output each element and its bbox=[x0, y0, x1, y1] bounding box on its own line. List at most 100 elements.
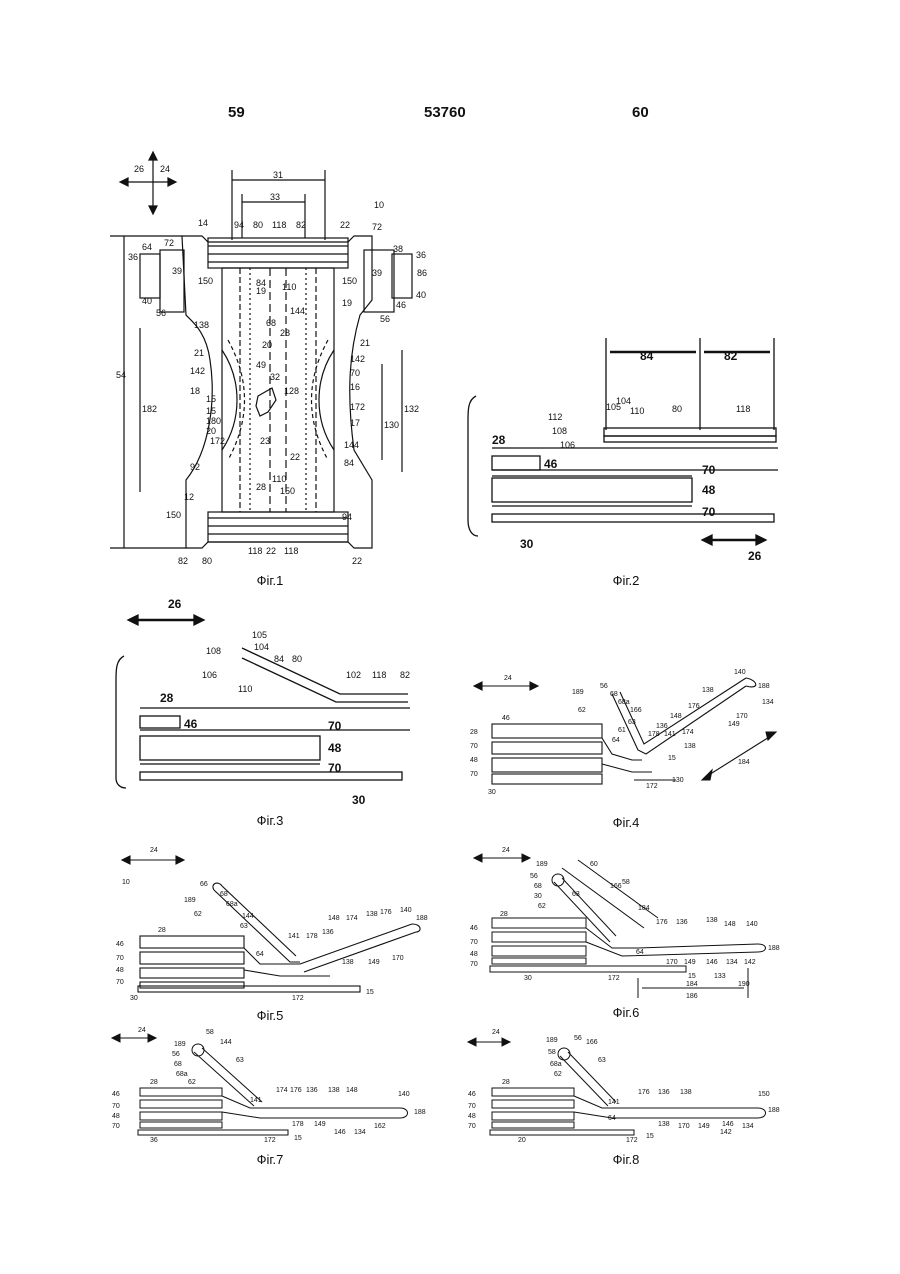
reference-numeral: 133 bbox=[714, 973, 726, 980]
reference-numeral: 38 bbox=[393, 244, 403, 254]
reference-numeral: 56 bbox=[530, 873, 538, 880]
reference-numeral: 46 bbox=[116, 941, 124, 948]
figure-6-drawing: 24 58 60 166 184 189 56 68 30 62 63 28 4… bbox=[462, 838, 792, 1008]
reference-numeral: 48 bbox=[116, 967, 124, 974]
reference-numeral: 176 bbox=[688, 703, 700, 710]
reference-numeral: 136 bbox=[656, 723, 668, 730]
reference-numeral: 46 bbox=[468, 1091, 476, 1098]
reference-numeral: 15 bbox=[206, 394, 216, 404]
reference-numeral: 22 bbox=[290, 452, 300, 462]
reference-numeral: 68 bbox=[266, 318, 276, 328]
reference-numeral: 16 bbox=[350, 382, 360, 392]
reference-numeral: 184 bbox=[738, 759, 750, 766]
figure-2-drawing: 84 82 104 105 110 80 118 112 108 106 28 … bbox=[462, 330, 792, 570]
reference-numeral: 70 bbox=[702, 505, 716, 519]
reference-numeral: 80 bbox=[672, 404, 682, 414]
reference-numeral: 106 bbox=[202, 670, 217, 680]
reference-numeral: 46 bbox=[502, 715, 510, 722]
reference-numeral: 60 bbox=[590, 861, 598, 868]
reference-numeral: 105 bbox=[606, 402, 621, 412]
reference-numeral: 172 bbox=[292, 995, 304, 1002]
reference-numeral: 48 bbox=[470, 951, 478, 958]
reference-numeral: 141 bbox=[608, 1099, 620, 1106]
figure-4-drawing: 24 56 68 68a 189 62 166 63 61 64 140 188… bbox=[462, 664, 792, 814]
reference-numeral: 86 bbox=[417, 268, 427, 278]
reference-numeral: 63 bbox=[236, 1057, 244, 1064]
reference-numeral: 10 bbox=[122, 879, 130, 886]
reference-numeral: 174 bbox=[276, 1087, 288, 1094]
reference-numeral: 28 bbox=[160, 691, 174, 705]
reference-numeral: 84 bbox=[640, 349, 654, 363]
reference-numeral: 188 bbox=[758, 683, 770, 690]
reference-numeral: 46 bbox=[470, 925, 478, 932]
reference-numeral: 64 bbox=[256, 951, 264, 958]
reference-numeral: 138 bbox=[328, 1087, 340, 1094]
reference-numeral: 148 bbox=[346, 1087, 358, 1094]
reference-numeral: 134 bbox=[354, 1129, 366, 1136]
reference-numeral: 70 bbox=[328, 719, 342, 733]
reference-numeral: 188 bbox=[416, 915, 428, 922]
figure-1-caption: Фіг.1 bbox=[230, 573, 310, 588]
reference-numeral: 189 bbox=[536, 861, 548, 868]
reference-numeral: 64 bbox=[608, 1115, 616, 1122]
reference-numeral: 184 bbox=[686, 981, 698, 988]
reference-numeral: 21 bbox=[360, 338, 370, 348]
reference-numeral: 66 bbox=[200, 881, 208, 888]
reference-numeral: 70 bbox=[112, 1123, 120, 1130]
reference-numeral: 110 bbox=[272, 474, 286, 484]
reference-numeral: 144 bbox=[290, 306, 305, 316]
reference-numeral: 63 bbox=[572, 891, 580, 898]
reference-numeral: 138 bbox=[342, 959, 354, 966]
reference-numeral: 26 bbox=[134, 164, 144, 174]
reference-numeral: 70 bbox=[470, 961, 478, 968]
reference-numeral: 141 bbox=[288, 933, 300, 940]
figure-2-caption: Фіг.2 bbox=[586, 573, 666, 588]
reference-numeral: 110 bbox=[238, 684, 252, 694]
reference-numeral: 63 bbox=[628, 719, 636, 726]
reference-numeral: 108 bbox=[552, 426, 567, 436]
reference-numeral: 148 bbox=[328, 915, 340, 922]
reference-numeral: 46 bbox=[184, 717, 198, 731]
reference-numeral: 189 bbox=[184, 897, 196, 904]
reference-numeral: 110 bbox=[282, 282, 296, 292]
reference-numeral: 62 bbox=[578, 707, 586, 714]
reference-numeral: 15 bbox=[688, 973, 696, 980]
reference-numeral: 10 bbox=[374, 200, 384, 210]
reference-numeral: 20 bbox=[206, 426, 216, 436]
reference-numeral: 21 bbox=[194, 348, 204, 358]
reference-numeral: 136 bbox=[322, 929, 334, 936]
reference-numeral: 128 bbox=[284, 386, 299, 396]
reference-numeral: 20 bbox=[518, 1137, 526, 1144]
reference-numeral: 108 bbox=[206, 646, 221, 656]
reference-numeral: 170 bbox=[678, 1123, 690, 1130]
reference-numeral: 132 bbox=[404, 404, 419, 414]
reference-numeral: 166 bbox=[630, 707, 642, 714]
reference-numeral: 136 bbox=[306, 1087, 318, 1094]
reference-numeral: 172 bbox=[626, 1137, 638, 1144]
reference-numeral: 54 bbox=[116, 370, 126, 380]
reference-numeral: 84 bbox=[256, 278, 266, 288]
reference-numeral: 172 bbox=[210, 436, 225, 446]
reference-numeral: 70 bbox=[702, 463, 716, 477]
reference-numeral: 62 bbox=[194, 911, 202, 918]
reference-numeral: 30 bbox=[534, 893, 542, 900]
reference-numeral: 182 bbox=[142, 404, 157, 414]
reference-numeral: 56 bbox=[172, 1051, 180, 1058]
reference-numeral: 28 bbox=[150, 1079, 158, 1086]
reference-numeral: 24 bbox=[150, 847, 158, 854]
reference-numeral: 48 bbox=[328, 741, 342, 755]
reference-numeral: 118 bbox=[248, 546, 262, 556]
reference-numeral: 36 bbox=[416, 250, 426, 260]
reference-numeral: 94 bbox=[234, 220, 244, 230]
reference-numeral: 72 bbox=[372, 222, 382, 232]
reference-numeral: 130 bbox=[384, 420, 399, 430]
reference-numeral: 118 bbox=[736, 404, 750, 414]
right-page-number: 60 bbox=[632, 104, 649, 121]
reference-numeral: 136 bbox=[676, 919, 688, 926]
reference-numeral: 150 bbox=[280, 486, 295, 496]
reference-numeral: 102 bbox=[346, 670, 361, 680]
reference-numeral: 28 bbox=[280, 328, 290, 338]
reference-numeral: 138 bbox=[658, 1121, 670, 1128]
reference-numeral: 176 bbox=[290, 1087, 302, 1094]
reference-numeral: 146 bbox=[334, 1129, 346, 1136]
